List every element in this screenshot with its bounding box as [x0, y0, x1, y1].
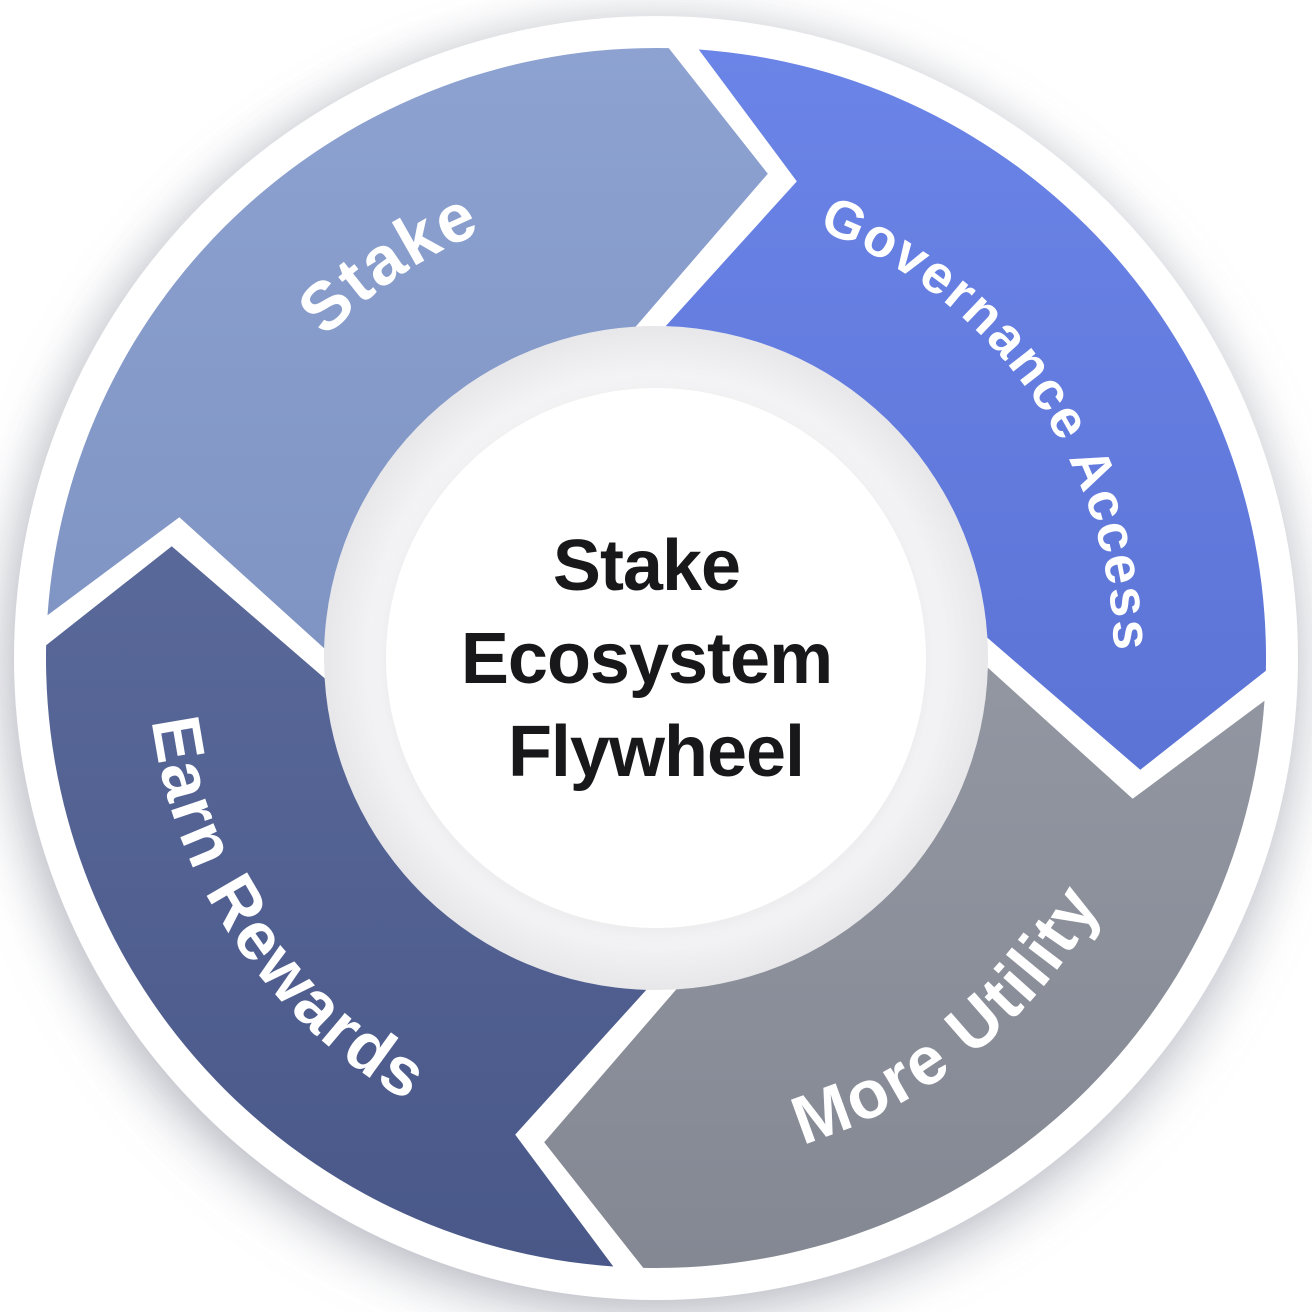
segments: [45, 47, 1267, 1269]
segment-earn-rewards: [45, 546, 647, 1267]
hub-disc: [386, 388, 926, 928]
center-title-line-2: Ecosystem: [461, 619, 832, 699]
center-title-line-1: Stake: [553, 526, 740, 606]
center-title: Stake Ecosystem Flywheel: [461, 526, 851, 792]
segment-governance-access: [665, 49, 1267, 770]
segment-more-utility: [544, 667, 1265, 1269]
segment-stake: [47, 47, 768, 649]
center-title-line-3: Flywheel: [508, 712, 804, 792]
